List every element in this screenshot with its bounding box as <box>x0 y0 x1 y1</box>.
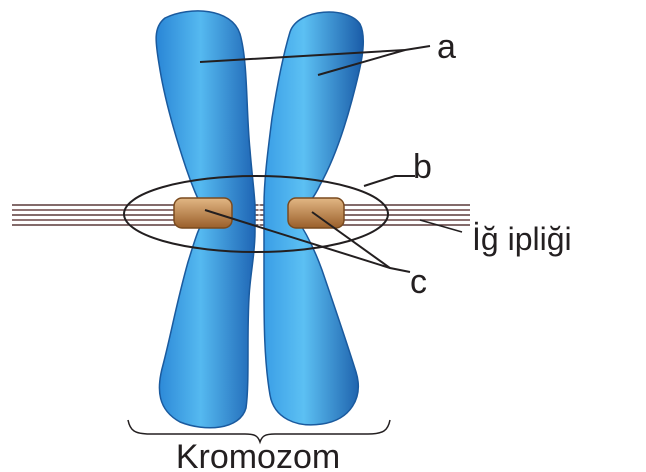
label-a: a <box>437 28 456 66</box>
label-chromosome: Kromozom <box>176 438 340 472</box>
label-b: b <box>413 148 432 186</box>
centromere-region-ellipse <box>124 176 388 252</box>
label-b-leader <box>364 176 415 186</box>
label-spindle-fiber: İğ ipliği <box>472 221 572 257</box>
left-kinetochore <box>174 198 232 228</box>
label-c: c <box>410 263 427 301</box>
spindle-label-leader <box>420 220 462 232</box>
right-kinetochore <box>288 198 344 228</box>
